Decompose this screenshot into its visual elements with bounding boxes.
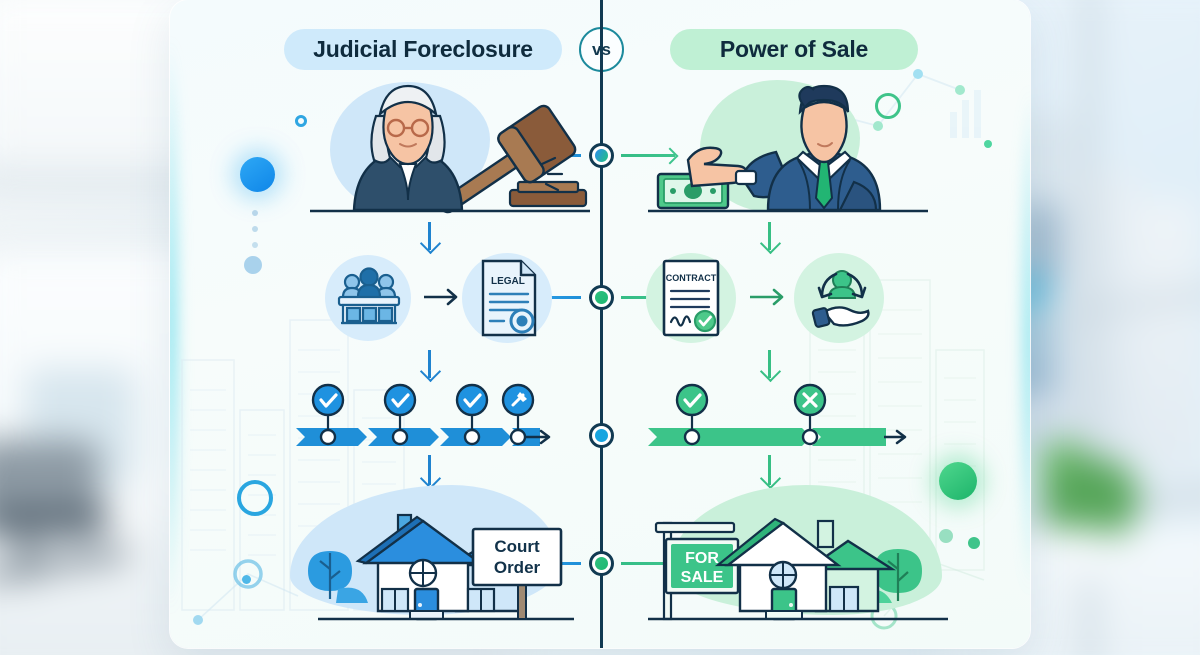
pin-icon xyxy=(511,392,527,407)
court-bench-icon xyxy=(337,267,401,325)
progress-timeline-left xyxy=(296,383,551,446)
right-column-title: Power of Sale xyxy=(670,29,918,70)
connector-arrow-left-row2 xyxy=(527,296,581,299)
for-sale-sign-line1: FOR xyxy=(685,550,719,567)
connector-arrow-right-row4 xyxy=(621,562,675,565)
cross-icon xyxy=(802,392,818,408)
step-arrow-left-2 xyxy=(428,350,431,378)
court-order-sign-line1: Court xyxy=(494,537,540,556)
connector-node-row3 xyxy=(589,423,614,448)
card-glow-right xyxy=(1016,80,1030,600)
connector-node-row4 xyxy=(589,551,614,576)
decor-dot xyxy=(242,575,251,584)
card-glow-left xyxy=(170,30,184,620)
left-title-text: Judicial Foreclosure xyxy=(313,36,533,62)
decor-ring-small xyxy=(295,115,307,127)
contract-document-label: CONTRACT xyxy=(666,273,717,283)
decor-orb-green xyxy=(939,462,977,500)
handoff-icon xyxy=(811,270,870,328)
infographic-card: Judicial Foreclosure vs Power of Sale xyxy=(170,0,1030,648)
step-arrow-right-1 xyxy=(768,222,771,250)
legal-document-icon: LEGAL xyxy=(481,259,537,337)
decor-dot xyxy=(252,226,258,232)
decor-orb-blue xyxy=(240,157,275,192)
decor-dot xyxy=(252,242,258,248)
decor-ring-blue xyxy=(237,480,273,516)
judge-gavel-icon xyxy=(310,84,590,214)
left-column-title: Judicial Foreclosure xyxy=(284,29,562,70)
step-arrow-right-3 xyxy=(768,455,771,485)
house-icon-right: FOR SALE xyxy=(648,517,948,621)
decor-dot-green xyxy=(968,537,980,549)
step-arrow-left-3 xyxy=(428,455,431,485)
house-icon-left xyxy=(308,513,574,621)
businessman-money-icon xyxy=(648,84,928,213)
court-order-sign-line2: Order xyxy=(494,558,541,577)
step-arrow-right-2 xyxy=(768,350,771,378)
decor-dot xyxy=(252,210,258,216)
progress-timeline-right xyxy=(648,383,907,446)
for-sale-sign-line2: SALE xyxy=(681,569,724,586)
decor-dot xyxy=(984,140,992,148)
center-divider xyxy=(600,0,603,648)
court-order-sign: Court Order xyxy=(471,527,563,620)
connector-node-row2 xyxy=(589,285,614,310)
arrow-right-icon-right xyxy=(750,288,784,306)
arrow-right-icon-left xyxy=(424,288,458,306)
connector-node-row1 xyxy=(589,143,614,168)
contract-document-icon: CONTRACT xyxy=(662,259,720,337)
decor-ring-green xyxy=(875,93,901,119)
step-arrow-left-1 xyxy=(428,222,431,250)
connector-arrow-right-row1 xyxy=(621,154,675,157)
decor-dot-large xyxy=(244,256,262,274)
node-graph-watermark xyxy=(193,559,299,625)
right-title-text: Power of Sale xyxy=(719,36,869,62)
legal-document-label: LEGAL xyxy=(491,276,525,287)
